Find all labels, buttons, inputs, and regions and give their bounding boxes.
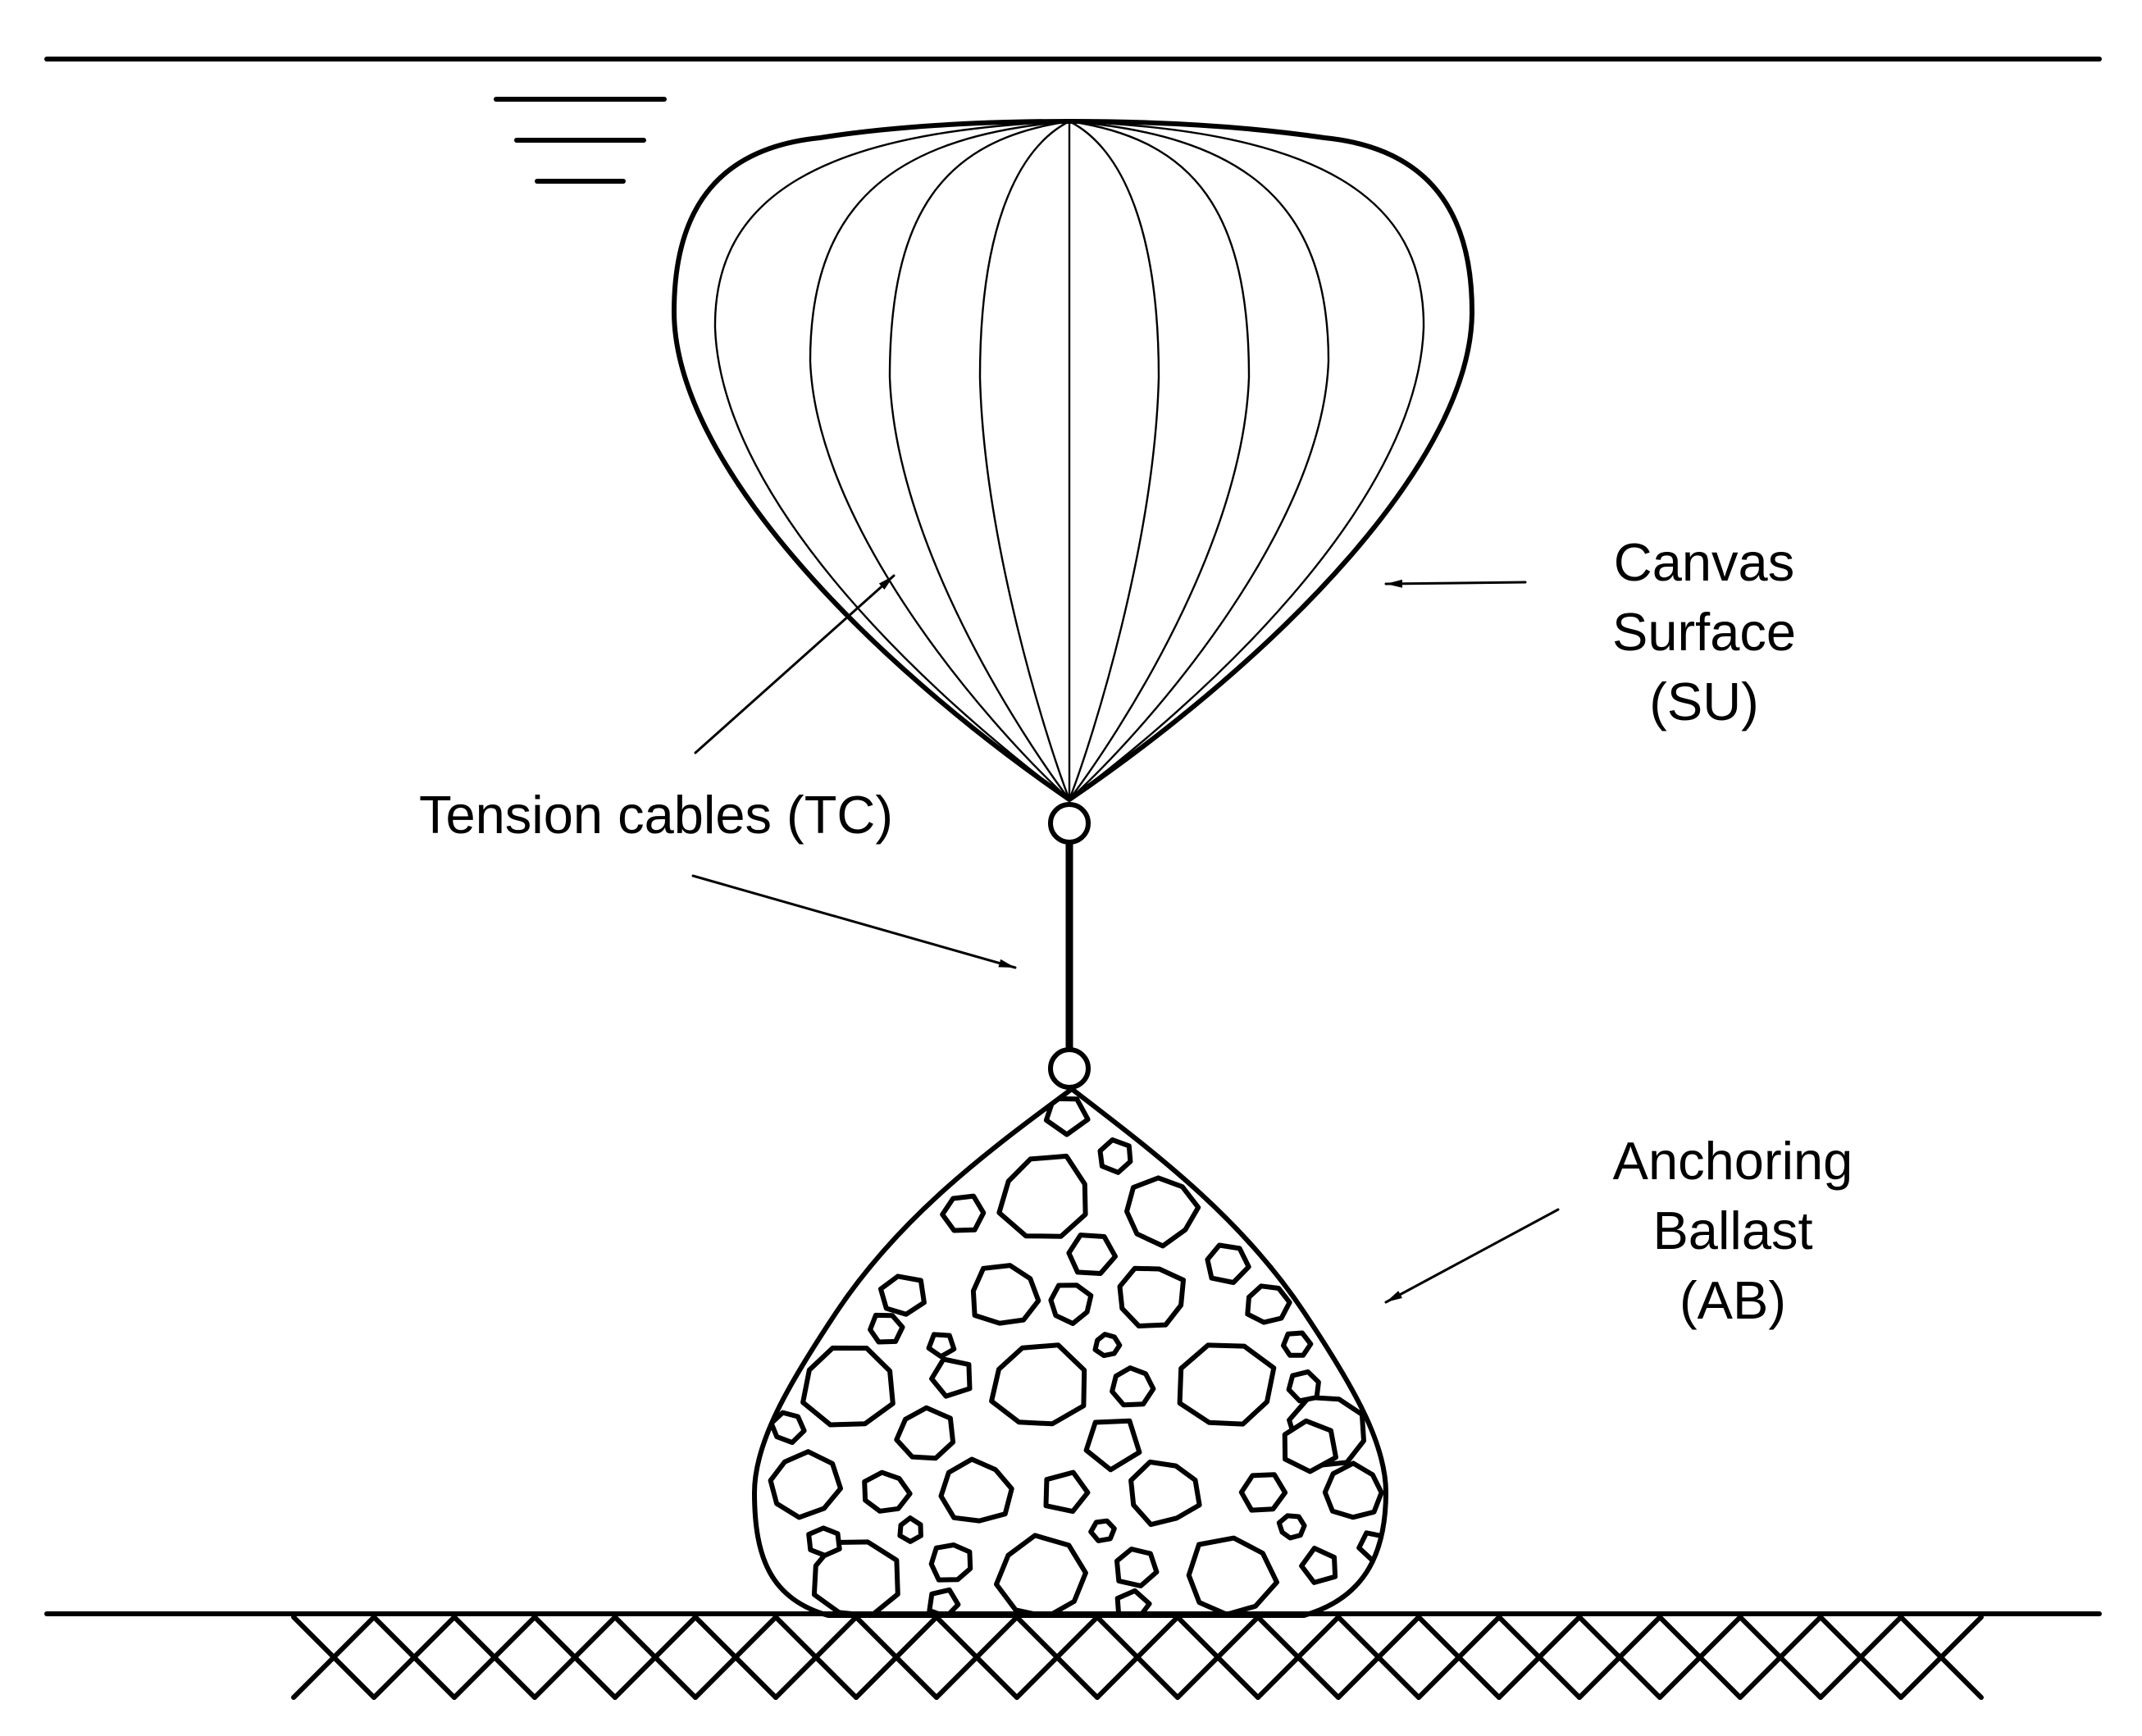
lower-ring: [1048, 1047, 1091, 1090]
ballast-stone: [1128, 1459, 1202, 1528]
seabed-hatch-stroke: [613, 1615, 698, 1700]
seabed-hatch-icon: [291, 1615, 1984, 1700]
ballast-stone: [970, 1263, 1041, 1326]
ballast-stone: [1322, 1460, 1384, 1520]
seabed-hatch-stroke: [1577, 1615, 1662, 1700]
ballast-stone: [894, 1405, 956, 1461]
upper-ring: [1048, 802, 1091, 845]
canvas-surface-label: Canvas Surface (SU): [1612, 532, 1796, 731]
seabed-hatch-stroke: [934, 1615, 1019, 1700]
rock-ballast: [752, 1087, 1388, 1618]
ballast-stone: [1097, 1137, 1133, 1175]
seabed-hatch-stroke: [291, 1615, 376, 1700]
ballast-stone: [897, 1515, 923, 1544]
ballast-arrow: [1384, 1208, 1560, 1304]
tension-arrow-upper: [694, 574, 896, 754]
seabed-hatch-stroke: [1898, 1615, 1984, 1700]
ballast-stone: [1092, 1332, 1123, 1359]
ballast-stone: [1281, 1330, 1314, 1358]
ballast-stone: [1276, 1513, 1307, 1541]
ballast-stone: [800, 1345, 896, 1428]
seabed-hatch-stroke: [1336, 1615, 1421, 1700]
ballast-stone: [1043, 1469, 1091, 1515]
ballast-stone: [1286, 1369, 1321, 1404]
seabed-hatch-stroke: [371, 1615, 457, 1700]
canvas-float: [672, 119, 1474, 802]
seabed-hatch-stroke: [773, 1615, 859, 1700]
ballast-label-line-3: (AB): [1679, 1270, 1786, 1330]
ballast-stone: [940, 1193, 987, 1233]
seabed-hatch-stroke: [1014, 1615, 1100, 1700]
ballast-stone: [1043, 1096, 1091, 1137]
ballast-stone: [1066, 1233, 1118, 1276]
seabed-hatch-stroke: [693, 1615, 778, 1700]
canvas-label-line-2: Surface: [1612, 602, 1796, 662]
ballast-stone: [1282, 1418, 1338, 1474]
ballast-stone: [1177, 1342, 1277, 1427]
ballast-stone: [806, 1525, 842, 1558]
ballast-label-line-2: Ballast: [1652, 1201, 1812, 1260]
ballast-stone: [1245, 1283, 1292, 1325]
ballast-stone: [994, 1533, 1088, 1615]
canvas-label-line-3: (SU): [1649, 672, 1759, 731]
tension-cables-label: Tension cables (TC): [419, 785, 893, 845]
ballast-stone: [1299, 1546, 1338, 1585]
ballast-stone: [928, 1542, 973, 1583]
tension-arrow-lower: [691, 874, 1017, 969]
ballast-stone: [996, 1153, 1088, 1239]
ballast-stones: [768, 1096, 1386, 1615]
ballast-stone: [1238, 1472, 1288, 1513]
seabed-hatch-stroke: [1175, 1615, 1260, 1700]
ballast-label-line-1: Anchoring: [1613, 1131, 1853, 1191]
ballast-stone: [868, 1312, 905, 1345]
ballast-stone: [1205, 1242, 1251, 1285]
seabed-hatch-stroke: [854, 1615, 939, 1700]
ballast-stone: [1083, 1418, 1142, 1473]
ballast-stone: [1186, 1535, 1279, 1615]
water-level-icon: [494, 97, 667, 184]
ballast-stone: [1088, 1518, 1117, 1543]
canvas-ribs: [713, 120, 1425, 801]
canvas-arrow: [1384, 579, 1527, 588]
ballast-stone: [1117, 1265, 1186, 1328]
ballast-stone: [1114, 1547, 1160, 1588]
seabed-hatch-stroke: [452, 1615, 537, 1700]
anchoring-ballast-label: Anchoring Ballast (AB): [1613, 1131, 1853, 1330]
seabed-hatch-stroke: [1818, 1615, 1903, 1700]
ballast-stone: [862, 1469, 913, 1514]
ballast-stone: [1110, 1365, 1156, 1408]
ballast-stone: [768, 1449, 843, 1520]
seabed-hatch-stroke: [532, 1615, 618, 1700]
seabed-hatch-stroke: [1657, 1615, 1743, 1700]
seabed-hatch-stroke: [1738, 1615, 1823, 1700]
ballast-stone: [768, 1410, 807, 1446]
canvas-label-line-1: Canvas: [1614, 532, 1794, 592]
ballast-stone: [1124, 1175, 1201, 1249]
ballast-stone: [929, 1356, 973, 1399]
ballast-stone: [1048, 1283, 1094, 1326]
ballast-stone: [938, 1456, 1014, 1524]
seabed-hatch-stroke: [1256, 1615, 1341, 1700]
seabed-hatch-stroke: [1416, 1615, 1502, 1700]
ballast-stone: [878, 1274, 927, 1317]
ballast-stone: [926, 1332, 957, 1360]
seabed-hatch-stroke: [1497, 1615, 1582, 1700]
ballast-stone: [989, 1342, 1087, 1427]
seabed-hatch-stroke: [1095, 1615, 1180, 1700]
